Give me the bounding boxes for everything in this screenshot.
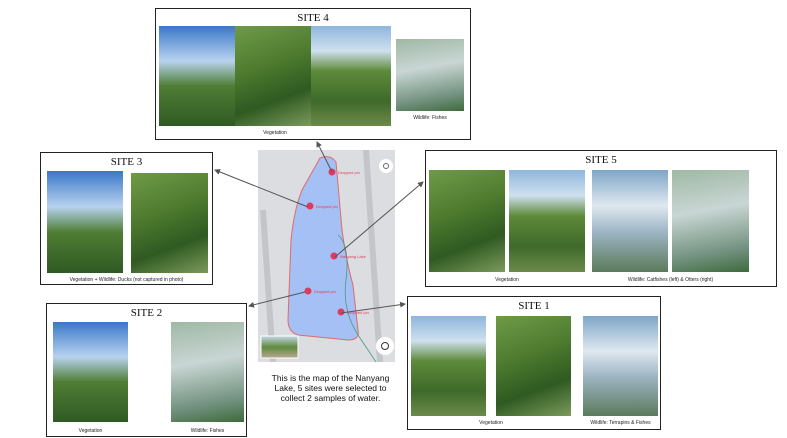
site-3-photo-1 <box>47 171 123 273</box>
svg-text:Dropped pin: Dropped pin <box>347 310 369 315</box>
lake-map: Dropped pin Dropped pin Nanyang Lake Dro… <box>258 150 395 362</box>
svg-text:Nanyang Lake: Nanyang Lake <box>340 254 367 259</box>
map-description: This is the map of the Nanyang Lake, 5 s… <box>271 373 390 403</box>
road <box>363 150 383 362</box>
lake-map-graphic: Dropped pin Dropped pin Nanyang Lake Dro… <box>260 150 394 362</box>
site-2-photo-2 <box>171 322 244 422</box>
site-1-caption-wildlife: Wildlife: Terrapins & Fishes <box>590 420 651 426</box>
layers-button[interactable] <box>379 159 393 173</box>
site-4-caption-vegetation: Vegetation <box>263 130 287 136</box>
site-5-caption-wildlife: Wildlife: Catfishes (left) & Otters (rig… <box>627 277 714 283</box>
site-1-title: SITE 1 <box>518 300 550 312</box>
map-pin-1[interactable]: Dropped pin <box>328 168 360 176</box>
map-pin-4[interactable]: Dropped pin <box>304 287 336 295</box>
site-1-photo-3 <box>583 316 658 416</box>
site-3-caption: Vegetation + Wildlife: Ducks (not captur… <box>69 277 184 283</box>
site-3-title: SITE 3 <box>110 156 143 168</box>
site-3-photo-2 <box>131 173 208 273</box>
site-5-photo-2 <box>509 170 585 272</box>
site-4-photo-1 <box>159 26 235 126</box>
site-1-photo-2 <box>496 316 571 416</box>
svg-text:Dropped pin: Dropped pin <box>338 170 360 175</box>
locate-button[interactable] <box>376 337 394 355</box>
site-4-photo-4 <box>396 39 464 111</box>
site-1-photo-1 <box>411 316 486 416</box>
site-2-panel: SITE 2 Vegetation Wildlife: Fishes <box>46 303 247 437</box>
map-pin-3[interactable]: Nanyang Lake <box>330 252 367 260</box>
street-view-thumbnail[interactable] <box>260 335 299 359</box>
map-pin-5[interactable]: Dropped pin <box>337 308 369 316</box>
site-5-caption-vegetation: Vegetation <box>495 277 519 283</box>
site-2-caption-wildlife: Wildlife: Fishes <box>190 428 225 434</box>
map-pin-2[interactable]: Dropped pin <box>306 202 338 210</box>
site-5-photo-3 <box>592 170 668 272</box>
site-3-panel: SITE 3 Vegetation + Wildlife: Ducks (not… <box>40 152 213 285</box>
site-4-caption-wildlife: Wildlife: Fishes <box>413 115 447 121</box>
site-5-title: SITE 5 <box>585 154 617 166</box>
site-4-photo-3 <box>311 26 391 126</box>
site-2-caption-vegetation: Vegetation <box>78 428 103 434</box>
site-1-panel: SITE 1 Vegetation Wildlife: Terrapins & … <box>407 296 661 430</box>
site-5-photo-4 <box>672 170 749 272</box>
site-1-caption-vegetation: Vegetation <box>479 420 503 426</box>
svg-text:Dropped pin: Dropped pin <box>314 289 336 294</box>
site-4-panel: SITE 4 Vegetation Wildlife: Fishes <box>155 8 471 140</box>
svg-text:Dropped pin: Dropped pin <box>316 204 338 209</box>
site-5-photo-1 <box>429 170 505 272</box>
site-4-title: SITE 4 <box>297 12 329 24</box>
site-5-panel: SITE 5 Vegetation Wildlife: Catfishes (l… <box>425 150 777 287</box>
site-2-title: SITE 2 <box>130 307 163 319</box>
site-4-photo-2 <box>235 26 311 126</box>
site-2-photo-1 <box>53 322 128 422</box>
